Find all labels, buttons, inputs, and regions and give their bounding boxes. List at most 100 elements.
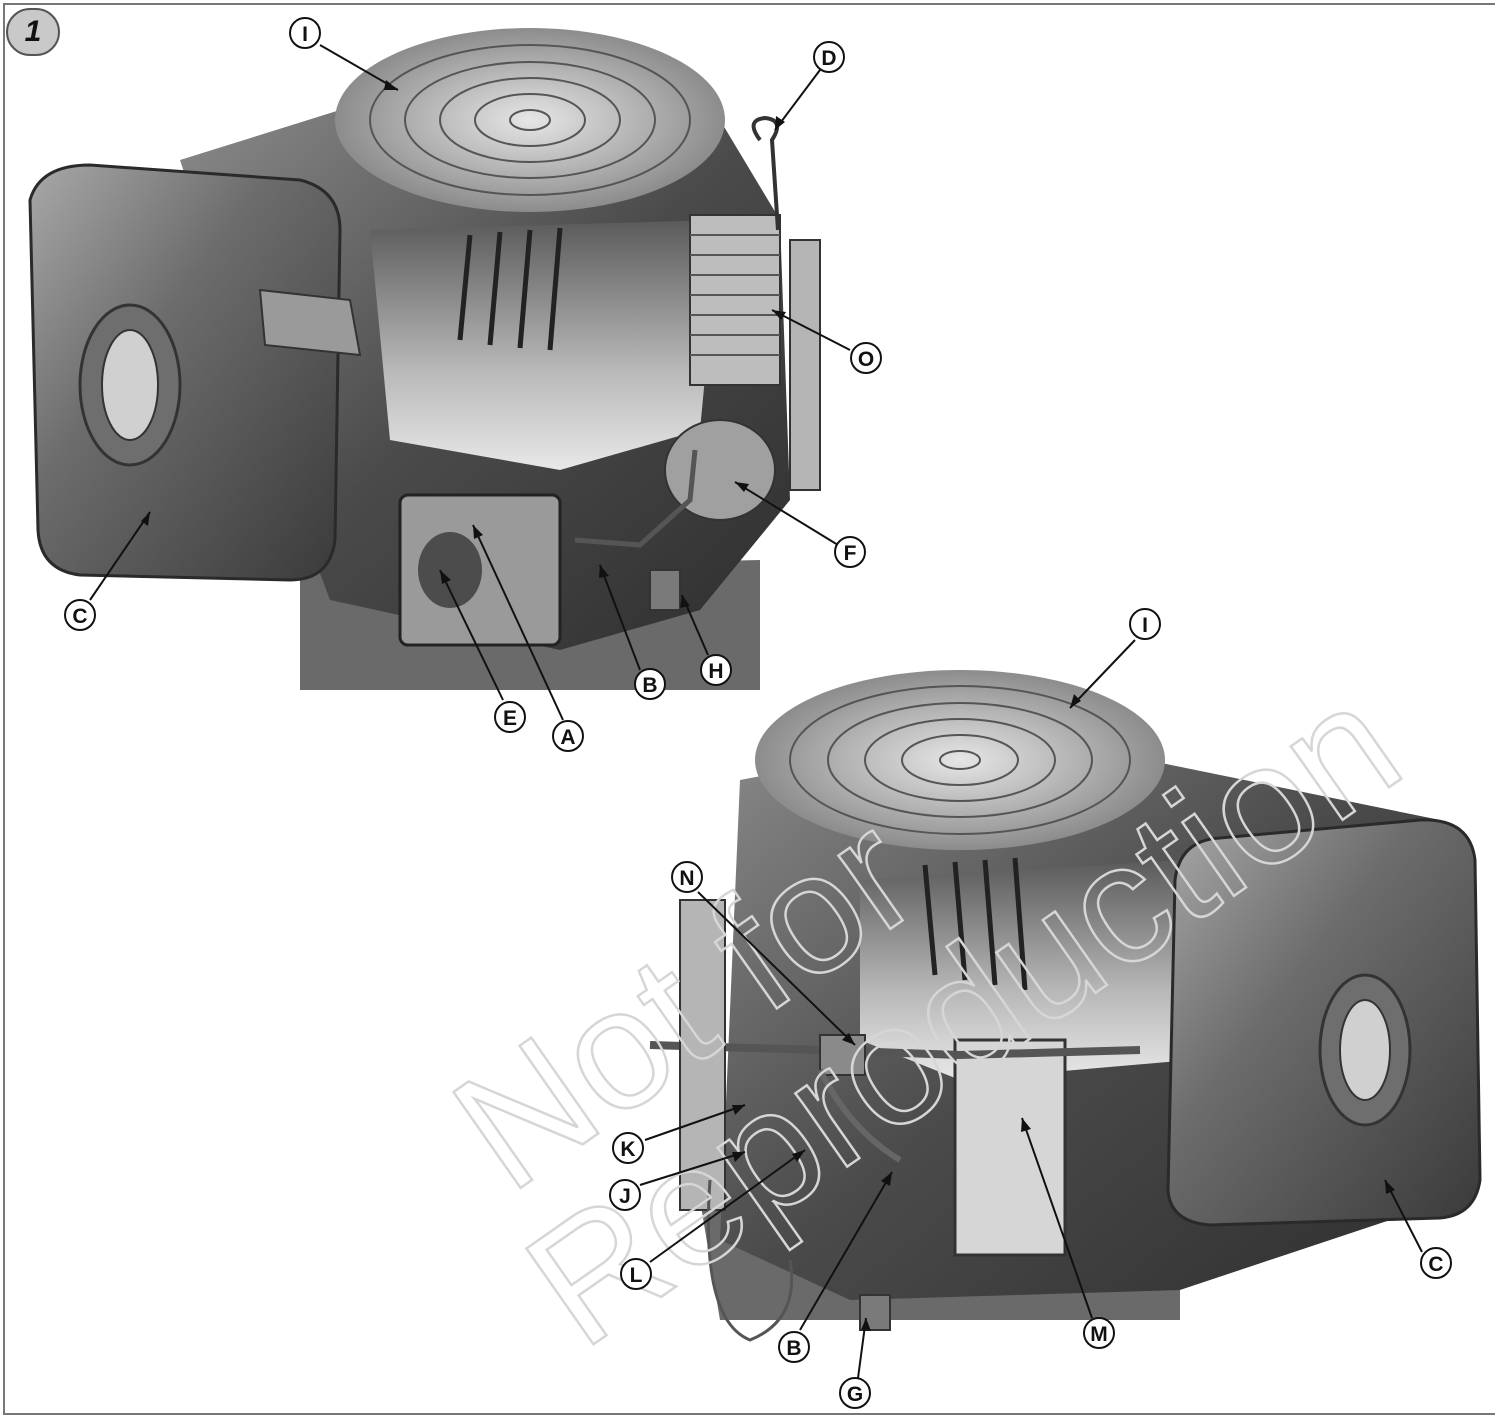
arrowhead-bot-M	[1021, 1118, 1031, 1132]
figure-frame	[3, 3, 1495, 1415]
callout-bot-J: J	[609, 1179, 641, 1211]
callout-top-F: F	[834, 536, 866, 568]
leader-top-E	[439, 569, 504, 701]
bottom-fan-guard	[755, 670, 1165, 850]
arrowhead-top-E	[440, 570, 451, 584]
callout-label: G	[847, 1383, 863, 1406]
bottom-fan-guard-rings	[789, 685, 1131, 835]
leader-top-B	[599, 564, 641, 671]
top-engine-shroud	[370, 220, 720, 470]
arrowhead-bot-C	[1385, 1180, 1395, 1194]
callout-bot-K: K	[612, 1132, 644, 1164]
top-muffler	[28, 163, 342, 582]
callout-top-A: A	[552, 720, 584, 752]
leader-bot-K	[644, 1104, 746, 1141]
top-engine-cooling-fins	[457, 227, 563, 351]
callout-bot-N: N	[671, 861, 703, 893]
top-oil-cooler-fins	[690, 234, 780, 356]
callout-top-I: I	[289, 17, 321, 49]
bottom-crossover-tube	[649, 1041, 1141, 1060]
leader-top-A	[472, 524, 564, 721]
top-mounting-bracket	[789, 239, 821, 491]
arrowhead-top-A	[473, 525, 483, 539]
leader-top-D	[774, 69, 821, 131]
callout-top-D: D	[813, 41, 845, 73]
bottom-control-module	[953, 1038, 1067, 1257]
leader-top-F	[734, 481, 839, 546]
top-engine	[28, 28, 821, 690]
top-dipstick	[751, 115, 780, 231]
bottom-muffler-outlet-inner	[1339, 999, 1391, 1101]
top-oil-drain	[649, 569, 681, 611]
callout-top-O: O	[850, 342, 882, 374]
callout-label: I	[1142, 614, 1148, 637]
top-fan-guard-rings	[369, 44, 691, 196]
bottom-engine	[649, 670, 1482, 1342]
callout-bot-M: M	[1083, 1317, 1115, 1349]
callouts	[89, 44, 1423, 1379]
callout-label: N	[679, 867, 694, 890]
figure-number-badge: 1	[6, 8, 60, 56]
top-exhaust-pipe	[258, 288, 362, 357]
callout-label: O	[858, 348, 874, 371]
arrowhead-top-B	[599, 565, 609, 578]
callout-label: F	[844, 542, 857, 565]
callout-label: K	[620, 1138, 635, 1161]
top-muffler-outlet-inner	[101, 329, 159, 441]
callout-top-C: C	[64, 599, 96, 631]
leader-top-I	[319, 44, 399, 91]
callout-label: I	[302, 23, 308, 46]
callout-bot-B: B	[778, 1331, 810, 1363]
arrowhead-top-O	[772, 310, 786, 320]
callout-bot-L: L	[620, 1258, 652, 1290]
callout-label: B	[642, 674, 657, 697]
arrowhead-bot-J	[732, 1152, 745, 1162]
arrowhead-bot-B	[881, 1172, 892, 1186]
top-fan-guard	[335, 28, 725, 212]
arrowhead-bot-G	[861, 1318, 871, 1331]
arrowhead-top-H	[680, 595, 690, 608]
callout-arrowheads	[141, 80, 1395, 1331]
arrowhead-bot-L	[792, 1150, 805, 1162]
callout-bot-C: C	[1420, 1247, 1452, 1279]
callout-top-B: B	[634, 668, 666, 700]
arrowhead-bot-K	[732, 1105, 745, 1115]
top-fuel-line	[574, 449, 698, 548]
callout-bot-I: I	[1129, 608, 1161, 640]
callout-top-E: E	[494, 701, 526, 733]
callout-label: M	[1090, 1323, 1108, 1346]
arrowhead-top-F	[735, 482, 749, 492]
bottom-fuel-line	[817, 1068, 902, 1163]
leader-bot-M	[1021, 1117, 1093, 1319]
leader-bot-N	[697, 891, 856, 1046]
callout-label: B	[786, 1337, 801, 1360]
callout-top-H: H	[700, 654, 732, 686]
leader-bot-I	[1069, 639, 1136, 709]
callout-label: D	[821, 47, 836, 70]
bottom-wiring-harness	[706, 1179, 794, 1342]
arrowhead-bot-N	[842, 1033, 855, 1045]
bottom-fitting	[819, 1034, 866, 1076]
callout-label: J	[619, 1185, 631, 1208]
leader-top-O	[771, 309, 851, 351]
top-intake-port	[418, 532, 482, 608]
callout-label: L	[630, 1264, 643, 1287]
callout-label: C	[1428, 1253, 1443, 1276]
top-oil-cooler	[689, 214, 781, 386]
callout-label: C	[72, 605, 87, 628]
callout-label: E	[503, 707, 517, 730]
callout-label: H	[708, 660, 723, 683]
leader-top-C	[89, 511, 151, 601]
leader-bot-L	[649, 1149, 806, 1263]
callout-bubbles: I D O F C B H E A I N K J L M C B G	[64, 17, 1452, 1409]
bottom-engine-cooling-fins	[922, 857, 1028, 991]
arrowhead-bot-I	[1070, 694, 1081, 708]
leader-bot-B	[799, 1171, 893, 1331]
bottom-mounting-bracket	[679, 899, 726, 1211]
arrowhead-top-I	[384, 80, 398, 90]
callout-bot-G: G	[839, 1377, 871, 1409]
callout-label: A	[560, 726, 575, 749]
arrowhead-top-D	[775, 116, 785, 130]
